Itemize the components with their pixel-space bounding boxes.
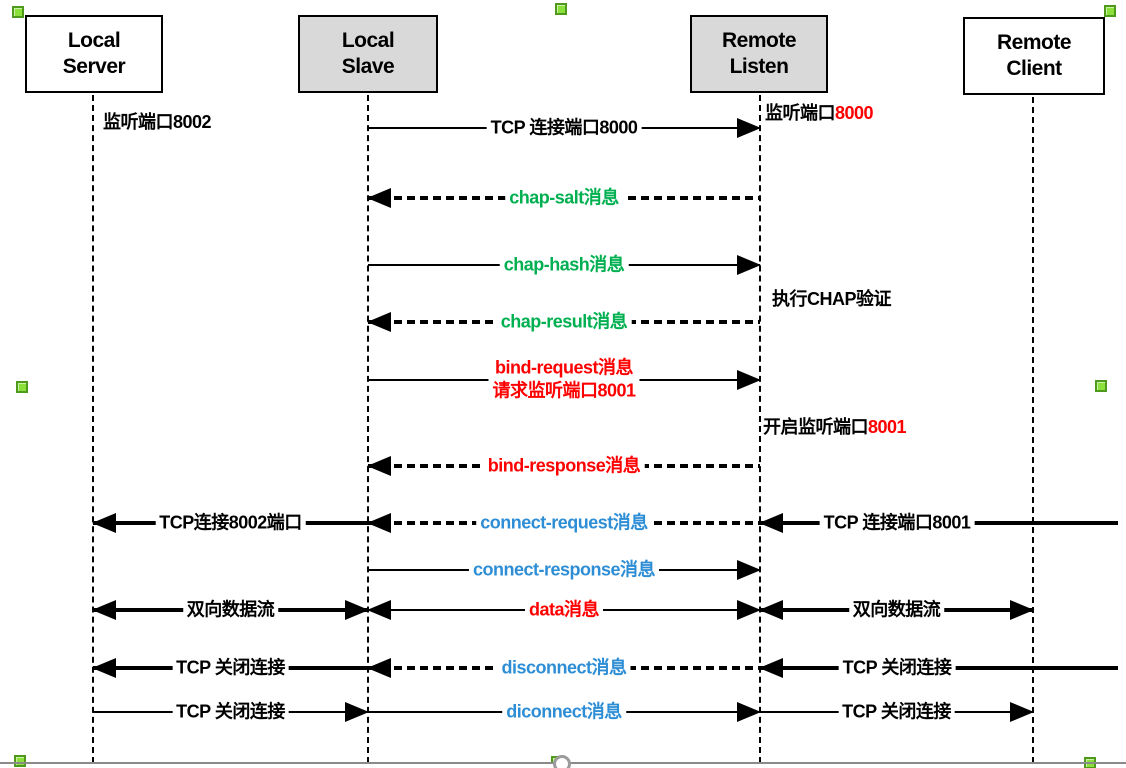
- message-label: chap-hash消息: [499, 253, 629, 277]
- actor-title-line: Listen: [729, 55, 789, 78]
- annotation-listen-port-8000: 监听端口8000: [765, 103, 874, 123]
- arrowhead-right-icon: [737, 600, 761, 620]
- arrowhead-right-icon: [737, 118, 761, 138]
- message-label: chap-result消息: [496, 310, 632, 334]
- arrowhead-left-icon: [367, 513, 391, 533]
- arrowhead-right-icon: [737, 560, 761, 580]
- selection-handle-middle-right[interactable]: [1095, 380, 1107, 392]
- actor-title-line: Local: [341, 28, 395, 52]
- actor-box-remote-client: Remote Client: [963, 17, 1105, 95]
- message-label: chap-salt消息: [505, 186, 623, 210]
- arrowhead-right-icon: [737, 702, 761, 722]
- arrowhead-left-icon: [367, 312, 391, 332]
- message-label: TCP 关闭连接: [838, 656, 956, 680]
- arrowhead-left-icon: [92, 513, 116, 533]
- actor-title-line: Slave: [341, 55, 395, 78]
- arrowhead-left-icon: [367, 658, 391, 678]
- selection-handle-bottom-left[interactable]: [14, 755, 26, 767]
- arrowhead-right-icon: [1010, 600, 1034, 620]
- lifeline-local-server: [92, 95, 94, 763]
- message-label: TCP 关闭连接: [838, 700, 955, 724]
- message-label: bind-response消息: [483, 454, 645, 478]
- arrowhead-right-icon: [345, 600, 369, 620]
- arrowhead-left-icon: [759, 658, 783, 678]
- message-label: bind-request消息 请求监听端口8001: [488, 356, 640, 404]
- arrowhead-left-icon: [367, 600, 391, 620]
- arrowhead-left-icon: [367, 188, 391, 208]
- message-label: TCP 关闭连接: [172, 656, 289, 680]
- arrowhead-right-icon: [345, 702, 369, 722]
- actor-title-line: Remote: [996, 30, 1072, 54]
- arrowhead-right-icon: [1010, 702, 1034, 722]
- actor-title-line: Client: [1006, 57, 1062, 80]
- arrowhead-left-icon: [92, 658, 116, 678]
- selection-handle-top-center[interactable]: [555, 3, 567, 15]
- actor-box-local-slave: Local Slave: [298, 15, 438, 93]
- message-label: TCP 连接端口8000: [486, 116, 642, 140]
- actor-title-line: Server: [62, 55, 126, 78]
- arrowhead-right-icon: [737, 370, 761, 390]
- actor-box-remote-listen: Remote Listen: [690, 15, 828, 93]
- port-number: 8001: [868, 417, 907, 437]
- lifeline-local-slave: [367, 95, 369, 763]
- annotation-listen-port-8002: 监听端口8002: [103, 112, 212, 132]
- selection-handle-top-right[interactable]: [1104, 5, 1116, 17]
- message-label: diconnect消息: [502, 700, 626, 724]
- message-label: data消息: [524, 598, 604, 622]
- actor-box-local-server: Local Server: [25, 15, 163, 93]
- page-resize-circle-handle[interactable]: [553, 755, 571, 768]
- port-number: 8000: [835, 103, 874, 123]
- annotation-chap-verify: 执行CHAP验证: [772, 289, 892, 309]
- message-label: connect-response消息: [468, 558, 660, 582]
- lifeline-remote-client: [1032, 97, 1034, 763]
- lifeline-remote-listen: [759, 95, 761, 763]
- message-label: 双向数据流: [182, 598, 279, 622]
- message-label: 双向数据流: [848, 598, 945, 622]
- message-label: connect-request消息: [476, 511, 652, 535]
- arrowhead-left-icon: [367, 456, 391, 476]
- annotation-open-listen-8001: 开启监听端口8001: [763, 417, 907, 437]
- actor-title-line: Remote: [721, 28, 797, 52]
- arrowhead-right-icon: [737, 255, 761, 275]
- arrowhead-left-icon: [759, 600, 783, 620]
- selection-handle-top-left[interactable]: [12, 6, 24, 18]
- actor-title-line: Local: [67, 28, 121, 52]
- message-label: disconnect消息: [497, 656, 631, 680]
- message-label: TCP 连接端口8001: [819, 511, 975, 535]
- message-label: TCP 关闭连接: [172, 700, 289, 724]
- arrowhead-left-icon: [92, 600, 116, 620]
- arrowhead-left-icon: [759, 513, 783, 533]
- selection-handle-middle-left[interactable]: [16, 381, 28, 393]
- message-label: TCP连接8002端口: [155, 511, 306, 535]
